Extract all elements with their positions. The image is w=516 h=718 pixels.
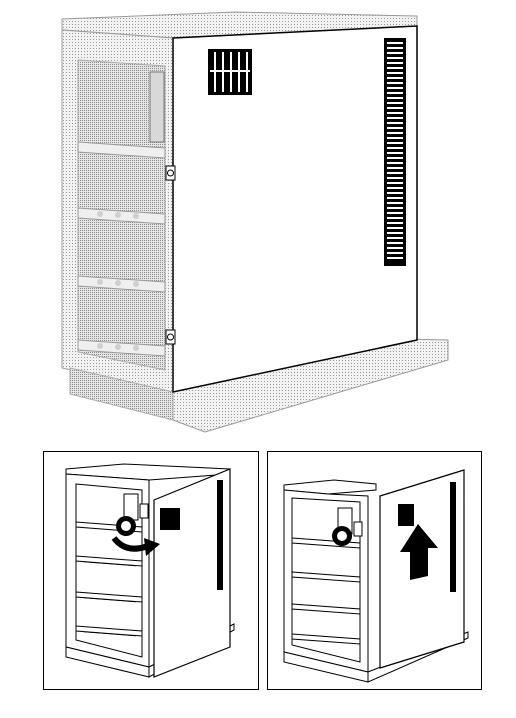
internal-bracket — [149, 71, 165, 143]
thumbscrew-icon — [165, 165, 176, 345]
step-panel-lift-cover — [267, 451, 482, 690]
side-cover-panel — [172, 25, 418, 393]
server-tower-illustration — [61, 11, 449, 433]
up-arrow-icon — [400, 524, 438, 580]
cover-vent-grille-tall — [384, 38, 406, 266]
base-front-lip — [69, 367, 174, 421]
step-panel-swing-cover — [43, 451, 259, 690]
curved-arrow-icon — [111, 536, 160, 556]
shelf-holes — [97, 211, 139, 351]
